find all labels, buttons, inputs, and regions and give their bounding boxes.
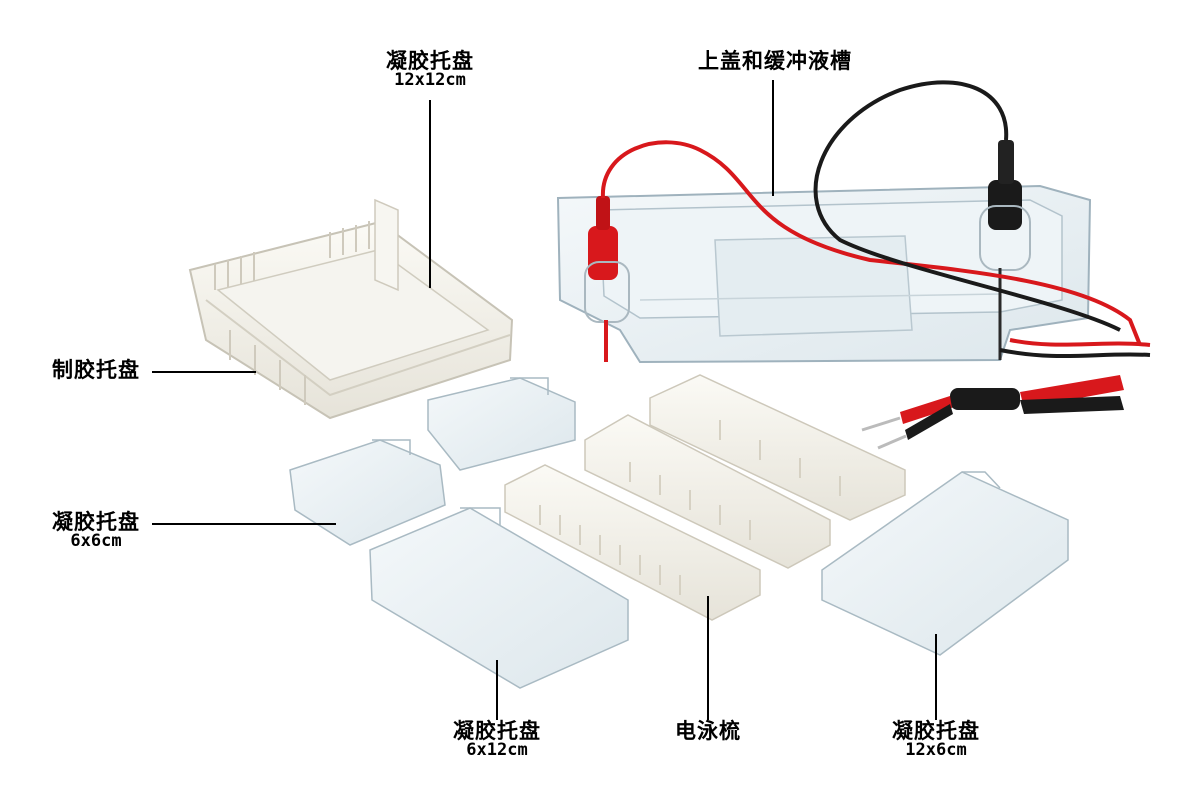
red-electrode-plug bbox=[584, 196, 630, 362]
tray-6x12 bbox=[369, 507, 629, 689]
comb-2 bbox=[584, 414, 831, 569]
buffer-tank bbox=[556, 80, 1151, 450]
label-tray-6x6-name: 凝胶托盘 bbox=[52, 510, 140, 534]
comb-1 bbox=[504, 464, 761, 621]
tray-12x6 bbox=[821, 471, 1069, 656]
label-tray-6x12: 凝胶托盘 6x12cm bbox=[430, 720, 564, 760]
label-buffer-tank-name: 上盖和缓冲液槽 bbox=[698, 49, 852, 73]
label-casting-tray: 制胶托盘 bbox=[40, 359, 152, 381]
label-tray-6x12-size: 6x12cm bbox=[466, 740, 528, 761]
tray-small-back bbox=[427, 377, 576, 471]
label-buffer-tank: 上盖和缓冲液槽 bbox=[680, 50, 870, 72]
label-comb-name: 电泳梳 bbox=[675, 719, 741, 743]
leader-lines bbox=[152, 80, 937, 720]
label-comb: 电泳梳 bbox=[662, 720, 754, 742]
label-tray-6x6-size: 6x6cm bbox=[70, 531, 122, 552]
black-electrode-plug bbox=[979, 140, 1031, 360]
label-tray-6x12-name: 凝胶托盘 bbox=[453, 719, 541, 743]
banana-plugs bbox=[861, 375, 1124, 450]
combs bbox=[504, 374, 906, 621]
casting-tray bbox=[188, 198, 514, 420]
label-tray-12x6-name: 凝胶托盘 bbox=[892, 719, 980, 743]
comb-3 bbox=[649, 374, 906, 521]
label-tray-12x6: 凝胶托盘 12x6cm bbox=[868, 720, 1004, 760]
label-tray-12x12-name: 凝胶托盘 bbox=[386, 49, 474, 73]
label-tray-12x6-size: 12x6cm bbox=[905, 740, 967, 761]
tray-6x6 bbox=[289, 439, 446, 546]
label-casting-tray-name: 制胶托盘 bbox=[52, 358, 140, 382]
label-tray-6x6: 凝胶托盘 6x6cm bbox=[40, 511, 152, 551]
label-tray-12x12: 凝胶托盘 12x12cm bbox=[360, 50, 500, 90]
label-tray-12x12-size: 12x12cm bbox=[394, 70, 466, 91]
